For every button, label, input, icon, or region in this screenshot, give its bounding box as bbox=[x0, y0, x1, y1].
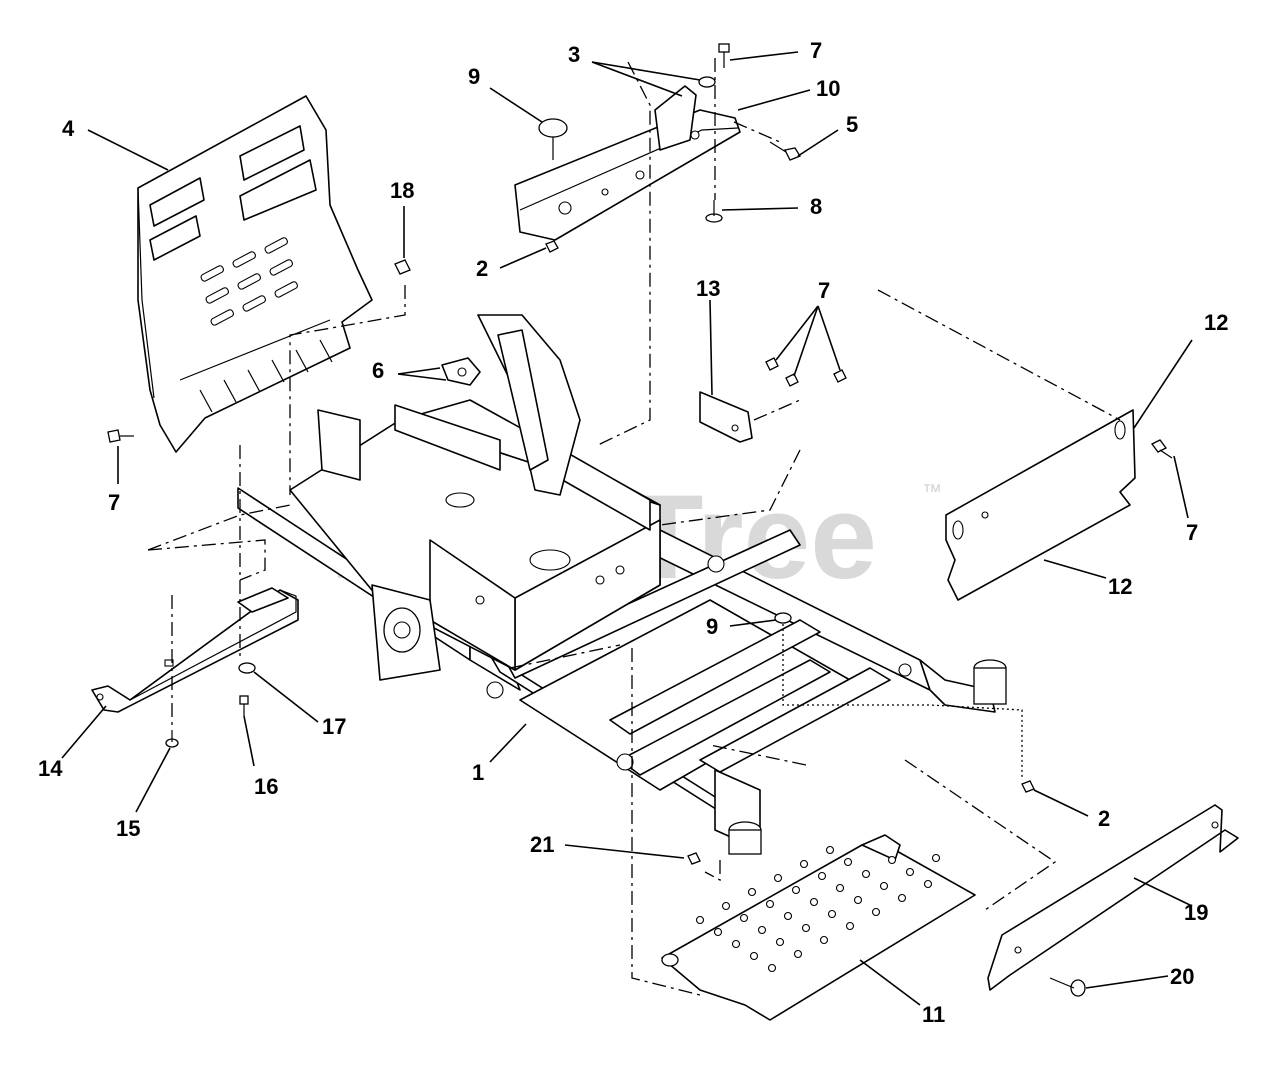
plate-hole bbox=[887, 855, 897, 865]
callout-7c: 7 bbox=[1186, 520, 1198, 545]
foot-plate-hole-pattern bbox=[695, 845, 941, 973]
callout-5: 5 bbox=[846, 112, 858, 137]
callout-18: 18 bbox=[390, 178, 414, 203]
plate-hole bbox=[931, 853, 941, 863]
callout-6: 6 bbox=[372, 358, 384, 383]
plate-hole bbox=[819, 935, 829, 945]
hardware bbox=[107, 43, 1173, 997]
plate-hole bbox=[871, 907, 881, 917]
callout-7b: 7 bbox=[818, 278, 830, 303]
callout-9: 9 bbox=[468, 64, 480, 89]
part-19-rail bbox=[987, 804, 1239, 991]
plate-hole bbox=[861, 869, 871, 879]
plate-hole bbox=[775, 937, 785, 947]
plate-hole bbox=[879, 881, 889, 891]
callout-2: 2 bbox=[476, 256, 488, 281]
callout-12: 12 bbox=[1204, 310, 1228, 335]
plate-hole bbox=[773, 873, 783, 883]
part-4-rear-panel bbox=[137, 95, 373, 453]
callout-16: 16 bbox=[254, 774, 278, 799]
callout-7d: 7 bbox=[108, 490, 120, 515]
callout-13: 13 bbox=[696, 276, 720, 301]
callout-10: 10 bbox=[816, 76, 840, 101]
plate-hole bbox=[905, 867, 915, 877]
callout-7: 7 bbox=[810, 38, 822, 63]
plate-hole bbox=[731, 939, 741, 949]
plate-hole bbox=[835, 883, 845, 893]
callout-15: 15 bbox=[116, 816, 140, 841]
callout-1: 1 bbox=[472, 760, 484, 785]
trademark-symbol: ™ bbox=[922, 481, 942, 503]
plate-hole bbox=[827, 909, 837, 919]
callout-14: 14 bbox=[38, 756, 63, 781]
callout-2b: 2 bbox=[1098, 806, 1110, 831]
plate-hole bbox=[801, 923, 811, 933]
plate-hole bbox=[809, 897, 819, 907]
part-6-clip bbox=[441, 357, 481, 386]
plate-hole bbox=[897, 893, 907, 903]
plate-hole bbox=[843, 857, 853, 867]
plate-hole bbox=[765, 899, 775, 909]
plate-hole bbox=[713, 927, 723, 937]
callout-8: 8 bbox=[810, 194, 822, 219]
callout-3: 3 bbox=[568, 42, 580, 67]
plate-hole bbox=[783, 911, 793, 921]
callout-19: 19 bbox=[1184, 900, 1208, 925]
plate-hole bbox=[721, 901, 731, 911]
part-13-cover-plate bbox=[699, 391, 753, 443]
callout-9b: 9 bbox=[706, 614, 718, 639]
plate-hole bbox=[767, 963, 777, 973]
plate-hole bbox=[757, 925, 767, 935]
plate-hole bbox=[923, 879, 933, 889]
part-11-foot-plate bbox=[661, 834, 976, 1021]
plate-hole bbox=[695, 915, 705, 925]
callout-labels: 4 9 3 7 10 5 8 2 18 6 13 7 12 12 7 7 14 … bbox=[38, 38, 1228, 1027]
callout-17: 17 bbox=[322, 714, 346, 739]
plate-hole bbox=[799, 859, 809, 869]
plate-hole bbox=[791, 885, 801, 895]
leader-lines bbox=[61, 51, 1193, 1006]
plate-hole bbox=[739, 913, 749, 923]
callout-20: 20 bbox=[1170, 964, 1194, 989]
callout-11: 11 bbox=[922, 1002, 945, 1027]
callout-4: 4 bbox=[62, 116, 75, 141]
plate-hole bbox=[747, 887, 757, 897]
plate-hole bbox=[825, 845, 835, 855]
plate-hole bbox=[793, 949, 803, 959]
callout-21: 21 bbox=[530, 832, 554, 857]
plate-hole bbox=[845, 921, 855, 931]
part-10-upper-bracket bbox=[514, 85, 741, 241]
plate-hole bbox=[817, 871, 827, 881]
part-14-lower-bracket bbox=[91, 587, 299, 713]
callout-12b: 12 bbox=[1108, 574, 1132, 599]
slot-pattern bbox=[200, 237, 298, 326]
chassis-center-box bbox=[289, 314, 661, 681]
part-12-side-panel bbox=[945, 409, 1136, 601]
plate-hole bbox=[853, 895, 863, 905]
plate-hole bbox=[749, 951, 759, 961]
assembly-phantom-lines bbox=[147, 58, 1121, 996]
